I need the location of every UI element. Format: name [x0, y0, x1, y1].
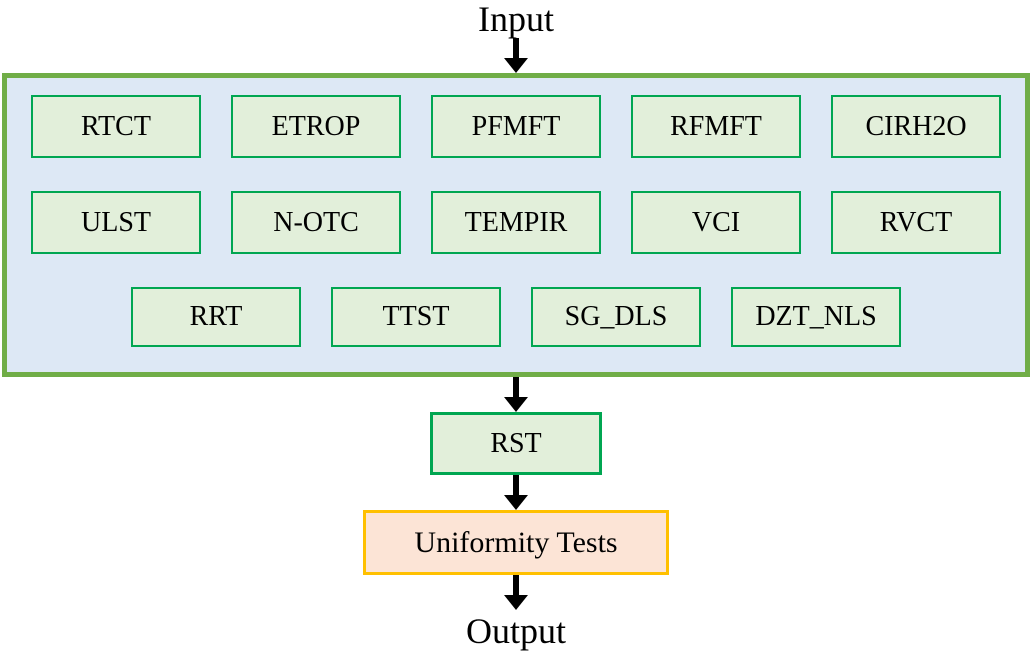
output-label: Output	[465, 611, 566, 651]
test-box-label: RRT	[189, 301, 243, 332]
arrow-down-icon	[504, 377, 528, 412]
test-box-rtct: RTCT	[31, 95, 201, 158]
uniformity-tests-box: Uniformity Tests	[363, 510, 669, 575]
tests-row-1: RTCT ETROP PFMFT RFMFT CIRH2O	[7, 95, 1025, 158]
test-box-rfmft: RFMFT	[631, 95, 801, 158]
test-box-label: ETROP	[271, 110, 361, 142]
input-label: Input	[478, 0, 554, 39]
rst-box-label: RST	[490, 427, 542, 459]
arrow-stem	[513, 377, 519, 397]
test-box-ulst: ULST	[31, 191, 201, 254]
test-box-label: CIRH2O	[865, 110, 967, 142]
test-box-label: RVCT	[879, 206, 953, 238]
test-box-label: RFMFT	[670, 110, 762, 142]
test-box-n-otc: N-OTC	[231, 191, 401, 254]
arrow-down-icon	[504, 575, 528, 610]
arrow-stem	[513, 475, 519, 495]
test-box-label: TEMPIR	[464, 206, 568, 238]
arrow-down-icon	[504, 475, 528, 510]
arrow-head	[504, 397, 528, 412]
test-box-rvct: RVCT	[831, 191, 1001, 254]
tests-row-2: ULST N-OTC TEMPIR VCI RVCT	[7, 191, 1025, 254]
test-box-label: SG_DLS	[564, 301, 668, 332]
test-box-sg-dls: SG_DLS	[531, 287, 701, 347]
arrow-down-icon	[504, 38, 528, 73]
test-box-label: TTST	[382, 301, 450, 332]
arrow-stem	[513, 575, 519, 595]
arrow-head	[504, 495, 528, 510]
test-box-label: ULST	[81, 206, 151, 238]
test-box-label: VCI	[691, 206, 741, 238]
test-box-cirh2o: CIRH2O	[831, 95, 1001, 158]
test-box-vci: VCI	[631, 191, 801, 254]
uniformity-tests-label: Uniformity Tests	[414, 525, 618, 559]
rst-box: RST	[430, 412, 602, 475]
test-box-pfmft: PFMFT	[431, 95, 601, 158]
arrow-stem	[513, 38, 519, 58]
test-box-rrt: RRT	[131, 287, 301, 347]
arrow-head	[504, 595, 528, 610]
test-box-etrop: ETROP	[231, 95, 401, 158]
tests-panel: RTCT ETROP PFMFT RFMFT CIRH2O ULST	[2, 73, 1030, 377]
test-box-label: N-OTC	[273, 206, 359, 238]
test-box-label: RTCT	[81, 110, 151, 142]
arrow-head	[504, 58, 528, 73]
test-box-dzt-nls: DZT_NLS	[731, 287, 901, 347]
test-box-label: DZT_NLS	[755, 301, 877, 332]
test-box-label: PFMFT	[471, 110, 561, 142]
test-box-ttst: TTST	[331, 287, 501, 347]
test-box-tempir: TEMPIR	[431, 191, 601, 254]
tests-row-3: RRT TTST SG_DLS DZT_NLS	[7, 287, 1025, 347]
